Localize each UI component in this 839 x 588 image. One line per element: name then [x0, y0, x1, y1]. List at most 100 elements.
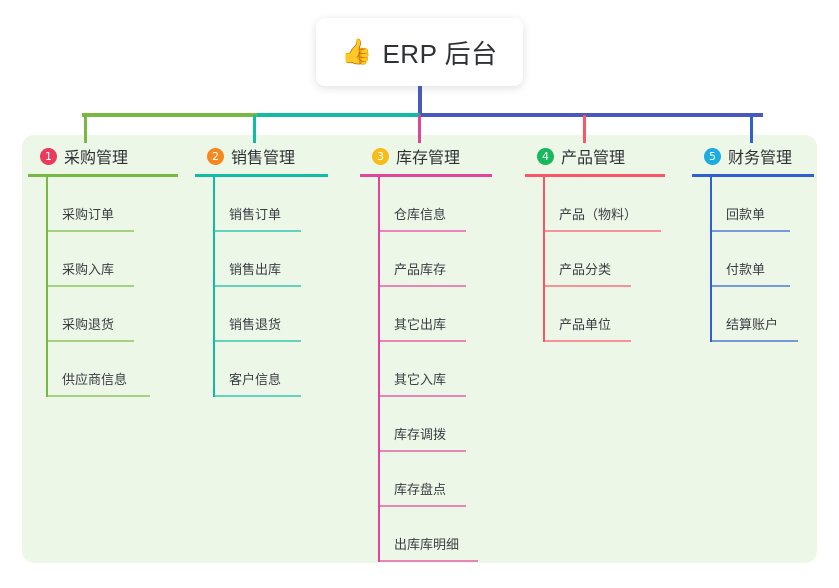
leaf-rule — [543, 285, 631, 287]
column-header-3[interactable]: 3 库存管理 — [360, 144, 492, 168]
leaf-rule — [710, 230, 790, 232]
leaf-label: 供应商信息 — [62, 372, 128, 387]
leaf-item[interactable]: 其它入库 — [360, 342, 492, 397]
leaf-item[interactable]: 其它出库 — [360, 287, 492, 342]
leaf-label: 出库库明细 — [394, 537, 460, 552]
leaf-rule — [213, 230, 301, 232]
leaf-label: 仓库信息 — [394, 207, 447, 222]
leaf-label: 销售订单 — [229, 207, 282, 222]
column-title-4: 产品管理 — [561, 150, 626, 167]
column-rule-1 — [28, 174, 178, 177]
leaf-rule — [378, 285, 466, 287]
column-rule-5 — [692, 174, 814, 177]
leaf-rule — [213, 340, 301, 342]
leaf-spine-2 — [213, 177, 215, 397]
leaf-label: 其它出库 — [394, 317, 447, 332]
leaf-item[interactable]: 销售退货 — [195, 287, 328, 342]
column-badge-5: 5 — [704, 147, 721, 165]
leaf-label: 结算账户 — [726, 317, 779, 332]
column-rule-4 — [525, 174, 665, 177]
leaf-rule — [46, 230, 134, 232]
column-header-2[interactable]: 2 销售管理 — [195, 144, 328, 168]
leaf-item[interactable]: 采购订单 — [28, 177, 178, 232]
leaf-label: 客户信息 — [229, 372, 282, 387]
leaf-item[interactable]: 出库库明细 — [360, 507, 492, 562]
leaf-label: 采购入库 — [62, 262, 115, 277]
leaf-item[interactable]: 结算账户 — [692, 287, 814, 342]
leaf-rule — [378, 450, 466, 452]
column-4: 4 产品管理产品（物料） 产品分类产品单位 — [525, 144, 665, 342]
leaf-list-1: 采购订单采购入库采购退货供应商信息 — [28, 177, 178, 397]
leaf-label: 产品库存 — [394, 262, 447, 277]
connector-drop-4 — [583, 115, 586, 143]
column-1: 1 采购管理采购订单采购入库采购退货供应商信息 — [28, 144, 178, 397]
leaf-label: 销售退货 — [229, 317, 282, 332]
leaf-label: 库存盘点 — [394, 482, 447, 497]
leaf-item[interactable]: 产品单位 — [525, 287, 665, 342]
leaf-item[interactable]: 销售订单 — [195, 177, 328, 232]
leaf-rule — [213, 395, 301, 397]
leaf-list-4: 产品（物料） 产品分类产品单位 — [525, 177, 665, 342]
leaf-item[interactable]: 销售出库 — [195, 232, 328, 287]
column-header-1[interactable]: 1 采购管理 — [28, 144, 178, 168]
root-stem-connector — [418, 86, 422, 115]
leaf-rule — [543, 230, 661, 232]
leaf-spine-1 — [46, 177, 48, 397]
connector-drop-5 — [750, 115, 753, 143]
leaf-rule — [710, 340, 798, 342]
column-rule-3 — [360, 174, 492, 177]
leaf-rule — [378, 340, 466, 342]
bus-segment-blue — [420, 113, 763, 117]
leaf-rule — [378, 505, 466, 507]
bus-segment-green — [82, 113, 257, 117]
leaf-item[interactable]: 回款单 — [692, 177, 814, 232]
leaf-label: 采购退货 — [62, 317, 115, 332]
leaf-spine-4 — [543, 177, 545, 342]
leaf-item[interactable]: 产品（物料） — [525, 177, 665, 232]
column-header-4[interactable]: 4 产品管理 — [525, 144, 665, 168]
column-3: 3 库存管理仓库信息产品库存其它出库其它入库库存调拨库存盘点出库库明细 — [360, 144, 492, 562]
column-badge-1: 1 — [40, 147, 57, 165]
leaf-label: 回款单 — [726, 207, 766, 222]
leaf-rule — [378, 395, 466, 397]
root-node-erp-backend[interactable]: 👍 ERP 后台 — [316, 18, 523, 86]
leaf-rule — [46, 285, 134, 287]
leaf-rule — [378, 560, 478, 562]
leaf-list-3: 仓库信息产品库存其它出库其它入库库存调拨库存盘点出库库明细 — [360, 177, 492, 562]
column-rule-2 — [195, 174, 328, 177]
leaf-item[interactable]: 产品库存 — [360, 232, 492, 287]
column-title-1: 采购管理 — [64, 150, 129, 167]
leaf-item[interactable]: 产品分类 — [525, 232, 665, 287]
leaf-list-2: 销售订单销售出库销售退货客户信息 — [195, 177, 328, 397]
leaf-label: 产品分类 — [559, 262, 612, 277]
connector-drop-1 — [84, 115, 87, 143]
leaf-label: 销售出库 — [229, 262, 282, 277]
leaf-item[interactable]: 仓库信息 — [360, 177, 492, 232]
leaf-item[interactable]: 采购退货 — [28, 287, 178, 342]
leaf-list-5: 回款单付款单结算账户 — [692, 177, 814, 342]
root-node-title: ERP 后台 — [382, 38, 498, 69]
connector-drop-3 — [418, 115, 421, 143]
leaf-rule — [213, 285, 301, 287]
leaf-item[interactable]: 付款单 — [692, 232, 814, 287]
leaf-item[interactable]: 库存调拨 — [360, 397, 492, 452]
leaf-label: 付款单 — [726, 262, 766, 277]
column-title-3: 库存管理 — [396, 150, 461, 167]
leaf-item[interactable]: 库存盘点 — [360, 452, 492, 507]
column-badge-4: 4 — [537, 147, 554, 165]
column-title-2: 销售管理 — [231, 150, 296, 167]
leaf-label: 采购订单 — [62, 207, 115, 222]
thumbs-up-icon: 👍 — [341, 37, 373, 66]
leaf-item[interactable]: 客户信息 — [195, 342, 328, 397]
column-badge-3: 3 — [372, 147, 389, 165]
column-2: 2 销售管理销售订单销售出库销售退货客户信息 — [195, 144, 328, 397]
leaf-label: 产品单位 — [559, 317, 612, 332]
columns-panel — [22, 135, 817, 563]
leaf-item[interactable]: 供应商信息 — [28, 342, 178, 397]
leaf-item[interactable]: 采购入库 — [28, 232, 178, 287]
leaf-label: 库存调拨 — [394, 427, 447, 442]
column-badge-2: 2 — [207, 147, 224, 165]
